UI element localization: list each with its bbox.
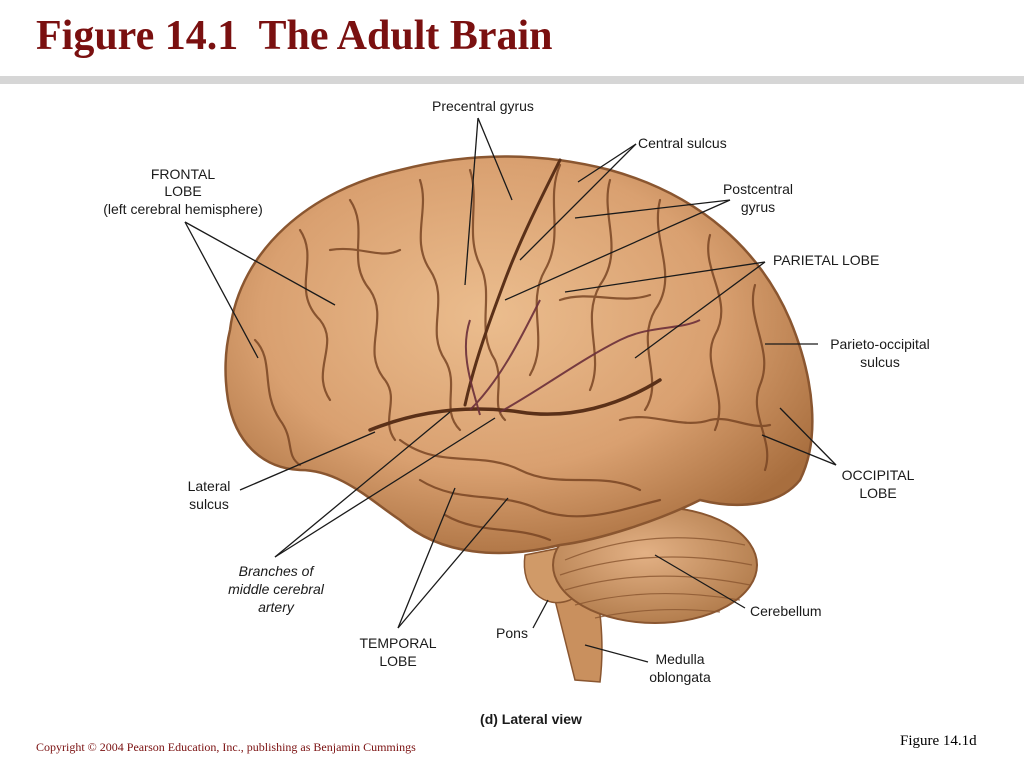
label-parieto-occipital-line2: sulcus	[860, 354, 900, 370]
label-central-sulcus: Central sulcus	[638, 135, 727, 151]
figure-reference: Figure 14.1d	[900, 733, 977, 749]
label-frontal-lobe-line2: LOBE	[164, 183, 201, 199]
label-occipital-line2: LOBE	[859, 485, 896, 501]
cerebellum-folia	[559, 537, 753, 619]
label-precentral-gyrus: Precentral gyrus	[432, 98, 534, 114]
label-parieto-occipital-line1: Parieto-occipital	[830, 336, 930, 352]
label-branches-line3: artery	[258, 599, 295, 615]
label-parietal-lobe: PARIETAL LOBE	[773, 252, 879, 268]
title-divider	[0, 76, 1024, 84]
label-branches-line1: Branches of	[239, 563, 316, 579]
label-medulla-line1: Medulla	[655, 651, 704, 667]
label-lateral-sulcus-line1: Lateral	[188, 478, 231, 494]
label-lateral-sulcus-line2: sulcus	[189, 496, 229, 512]
label-medulla-line2: oblongata	[649, 669, 711, 685]
view-caption: (d) Lateral view	[480, 711, 582, 727]
cerebrum-shape	[224, 155, 814, 555]
label-cerebellum: Cerebellum	[750, 603, 822, 619]
label-occipital-line1: OCCIPITAL	[842, 467, 915, 483]
lateral-sulcus-line	[368, 378, 662, 432]
label-frontal-lobe-line1: FRONTAL	[151, 166, 216, 182]
label-postcentral-line2: gyrus	[741, 199, 775, 215]
label-postcentral-line1: Postcentral	[723, 181, 793, 197]
copyright-notice: Copyright © 2004 Pearson Education, Inc.…	[36, 740, 416, 754]
label-pons: Pons	[496, 625, 528, 641]
gyri-pattern	[253, 163, 772, 542]
slide-title: Figure 14.1 The Adult Brain	[36, 13, 553, 59]
central-sulcus-line	[463, 158, 562, 407]
label-frontal-lobe-line3: (left cerebral hemisphere)	[103, 201, 263, 217]
label-temporal-line1: TEMPORAL	[359, 635, 436, 651]
label-branches-line2: middle cerebral	[228, 581, 325, 597]
leader-lines	[184, 117, 837, 663]
label-temporal-line2: LOBE	[379, 653, 416, 669]
